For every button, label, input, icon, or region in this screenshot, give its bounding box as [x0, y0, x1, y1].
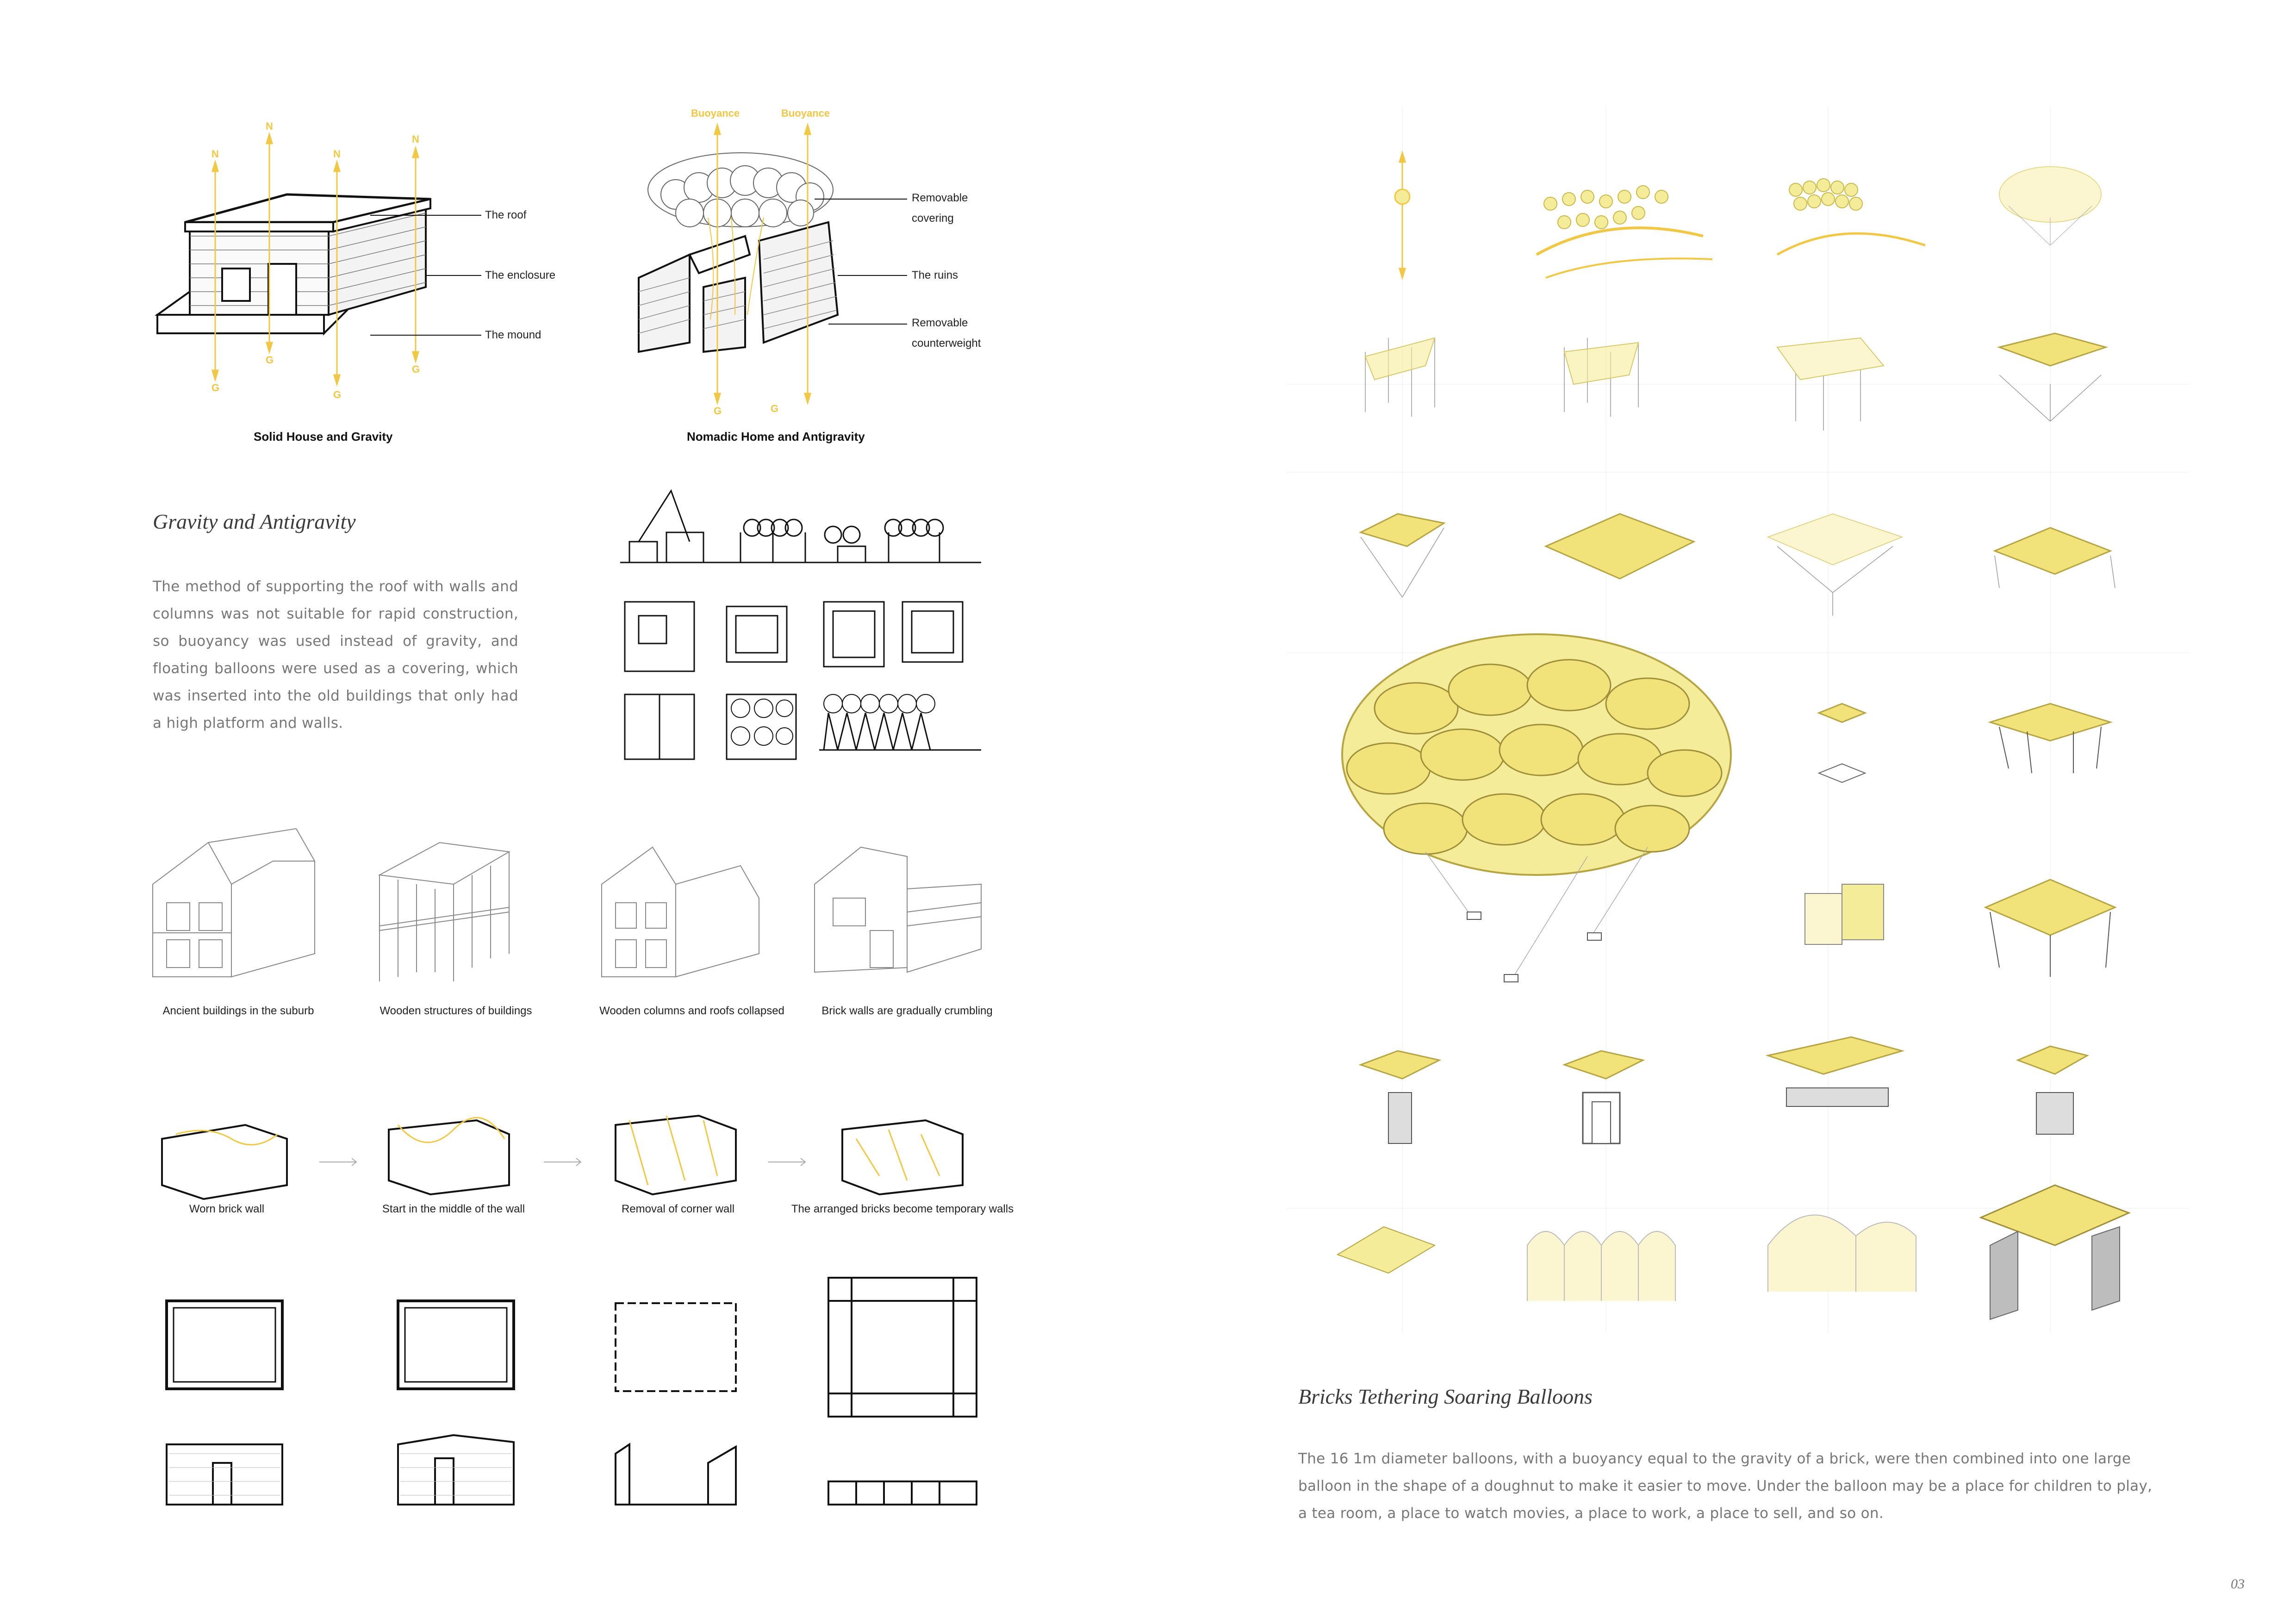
gravity-heading: Gravity and Antigravity [153, 509, 356, 534]
force-g-label: G [771, 403, 778, 415]
label-ruins: The ruins [912, 265, 958, 286]
force-g-label: G [333, 389, 341, 401]
wall-sequence: Worn brick wall Start in the middle of t… [139, 1102, 1041, 1241]
nomadic-home-sketch [625, 102, 1041, 426]
label-roof: The roof [485, 205, 526, 225]
force-g-label: G [412, 363, 420, 375]
force-g-label: G [266, 354, 274, 366]
buoyancy-label: Buoyance [781, 107, 830, 119]
page-number: 03 [2231, 1576, 2245, 1592]
force-n-label: N [412, 133, 419, 145]
plans-elevations [153, 1259, 1032, 1518]
gravity-paragraph: The method of supporting the roof with w… [153, 573, 518, 737]
decay-caption-4: Brick walls are gradually crumbling [796, 1005, 1018, 1018]
buoyancy-label: Buoyance [691, 107, 740, 119]
balloon-grid [1287, 106, 2189, 1333]
wall-caption-2: Start in the middle of the wall [356, 1203, 551, 1216]
sketch-grid [620, 477, 990, 764]
label-mound: The mound [485, 325, 541, 345]
sketch-grid-drawing [620, 477, 990, 764]
decay-sequence-drawings [139, 833, 1041, 986]
wall-caption-4: The arranged bricks become temporary wal… [773, 1203, 1032, 1216]
solid-house-caption: Solid House and Gravity [254, 430, 393, 444]
force-n-label: N [212, 148, 219, 160]
label-removable-covering: Removable [912, 188, 968, 208]
force-g-label: G [212, 382, 219, 394]
nomadic-home-diagram: Buoyance Buoyance G G Removable covering… [625, 102, 1041, 426]
force-n-label: N [266, 120, 273, 132]
label-removable-covering: covering [912, 208, 954, 229]
solid-house-diagram: N N N N G G G G The roof The enclosure T… [148, 116, 565, 421]
plans-elevations-drawings [153, 1259, 1032, 1518]
wall-caption-1: Worn brick wall [157, 1203, 296, 1216]
wall-sequence-drawings [139, 1102, 1041, 1213]
balloon-grid-drawings [1287, 106, 2189, 1333]
label-counterweight: counterweight [912, 333, 981, 354]
decay-caption-1: Ancient buildings in the suburb [139, 1005, 338, 1018]
wall-caption-3: Removal of corner wall [597, 1203, 759, 1216]
decay-caption-3: Wooden columns and roofs collapsed [576, 1005, 808, 1018]
force-g-label: G [714, 405, 722, 417]
balloon-paragraph: The 16 1m diameter balloons, with a buoy… [1298, 1445, 2159, 1527]
label-counterweight: Removable [912, 313, 968, 333]
nomadic-home-caption: Nomadic Home and Antigravity [687, 430, 865, 444]
label-enclosure: The enclosure [485, 265, 555, 286]
force-n-label: N [333, 148, 341, 160]
decay-caption-2: Wooden structures of buildings [356, 1005, 555, 1018]
balloon-heading: Bricks Tethering Soaring Balloons [1298, 1384, 1593, 1409]
decay-sequence: Ancient buildings in the suburb Wooden s… [139, 833, 1041, 1042]
